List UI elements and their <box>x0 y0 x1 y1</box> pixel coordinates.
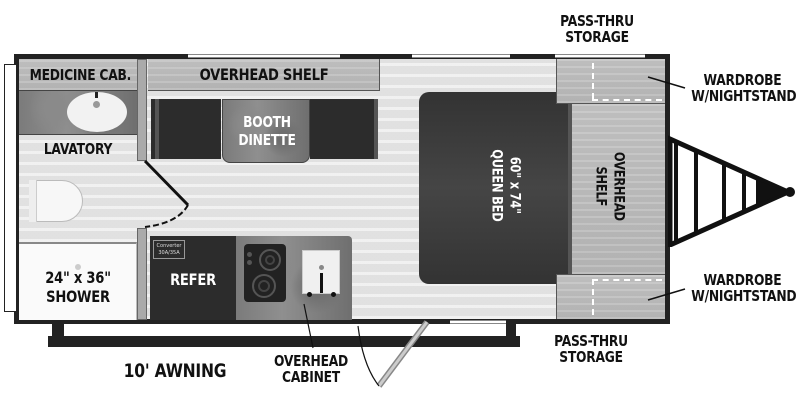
wardrobe-top <box>556 59 665 104</box>
medicine-cabinet-label: MEDICINE CAB. <box>29 66 132 84</box>
kitchen-faucet <box>320 273 323 293</box>
dinette-table: BOOTH DINETTE <box>222 99 310 163</box>
trailer-hitch <box>668 135 795 247</box>
cooktop <box>244 244 286 302</box>
window-top-3 <box>555 54 645 58</box>
dinette-seat-right <box>310 99 378 159</box>
overhead-cabinet-label-line2: CABINET <box>282 368 340 386</box>
medicine-cabinet: MEDICINE CAB. <box>19 59 137 91</box>
bath-partition-top <box>137 59 147 161</box>
toilet <box>29 180 83 222</box>
wardrobe-bottom-dashline-v <box>592 279 594 315</box>
knob-1 <box>247 252 252 257</box>
pass-thru-storage-bottom-line1: PASS-THRU <box>554 332 628 350</box>
lavatory-label: LAVATORY <box>43 140 113 158</box>
overhead-cabinet-label-line1: OVERHEAD <box>274 352 348 370</box>
wardrobe-top-label-line2: W/NIGHTSTAND <box>691 87 797 105</box>
faucet-handle-left <box>307 292 312 297</box>
burner-1 <box>259 249 281 271</box>
toilet-tank <box>29 180 37 222</box>
shower-size-label: 24" x 36" <box>45 268 111 287</box>
refer-label: REFER <box>170 270 216 289</box>
pass-thru-storage-top-line1: PASS-THRU <box>560 12 634 30</box>
drain <box>93 101 100 108</box>
awning-label: 10' AWNING <box>123 360 227 382</box>
overhead-shelf-top: OVERHEAD SHELF <box>148 59 380 91</box>
shower: 24" x 36" SHOWER <box>19 242 137 320</box>
overhead-shelf-top-label: OVERHEAD SHELF <box>199 65 329 84</box>
booth-label: BOOTH <box>243 113 291 131</box>
bath-partition-bottom <box>137 228 147 320</box>
shower-drain <box>75 264 81 270</box>
faucet-handle-right <box>331 292 336 297</box>
wardrobe-top-dashline-v <box>592 63 594 99</box>
converter-amps: 30A/35A <box>158 250 180 256</box>
window-top-1 <box>188 54 340 58</box>
pass-thru-storage-top-line2: STORAGE <box>565 28 629 46</box>
entry-door-swing <box>357 320 430 388</box>
kitchen-counter <box>236 236 352 320</box>
bathroom-door-swing <box>143 159 190 228</box>
rear-bumper <box>4 64 16 312</box>
knob-2 <box>247 260 252 265</box>
faucet <box>95 92 98 98</box>
shower-label: SHOWER <box>46 287 110 306</box>
wardrobe-top-dashline-h <box>592 99 662 101</box>
dinette-seat-left <box>151 99 221 159</box>
pass-thru-storage-bottom-line2: STORAGE <box>559 348 623 366</box>
refrigerator: Converter 30A/35A REFER <box>150 236 236 320</box>
sink-basin <box>67 92 127 132</box>
window-top-2 <box>412 54 510 58</box>
queen-bed: 60" x 74" QUEEN BED <box>419 92 569 284</box>
awning-bar <box>48 336 520 347</box>
overhead-shelf-front: OVERHEAD SHELF <box>568 104 665 274</box>
converter-box: Converter 30A/35A <box>153 240 185 259</box>
lavatory-counter <box>19 91 137 135</box>
awning-post-right <box>506 320 516 336</box>
wardrobe-top-label-line1: WARDROBE <box>703 71 782 89</box>
wardrobe-bottom-label-line2: W/NIGHTSTAND <box>691 287 797 305</box>
wardrobe-bottom-label-line1: WARDROBE <box>703 271 782 289</box>
burner-2 <box>252 274 276 298</box>
wardrobe-bottom-dashline-h <box>592 279 662 281</box>
awning-post-left <box>52 320 64 336</box>
dinette-label: DINETTE <box>238 131 296 149</box>
kitchen-drain <box>319 265 324 270</box>
converter-label: Converter <box>156 243 182 249</box>
wardrobe-bottom <box>556 274 665 319</box>
window-bottom-1 <box>450 320 506 324</box>
